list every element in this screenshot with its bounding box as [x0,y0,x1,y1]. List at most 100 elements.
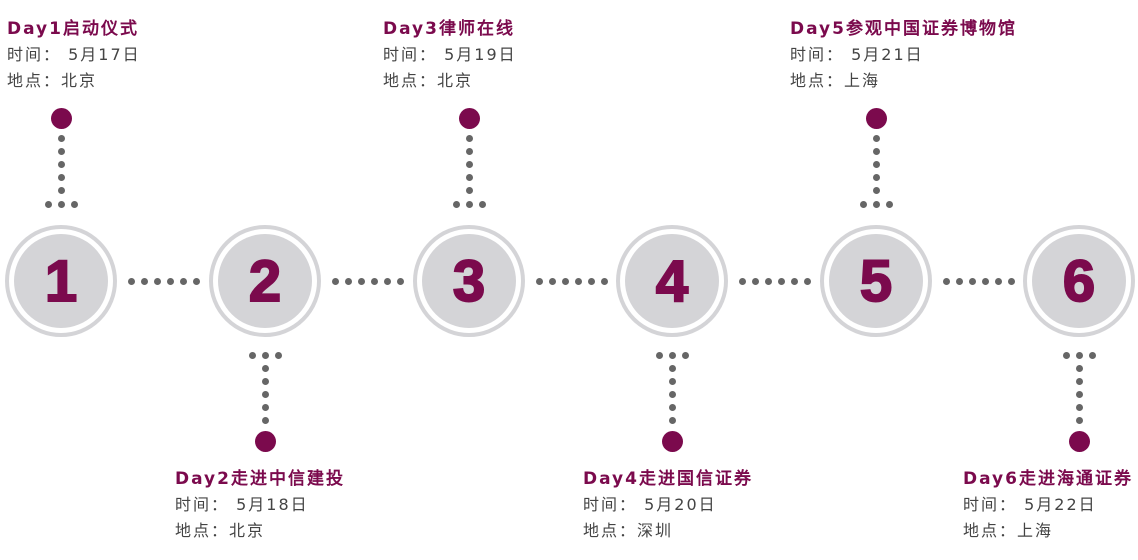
place-value: 北京 [229,521,266,540]
leader-dot [261,351,269,359]
place-label: 地点： [7,71,62,90]
leader-dot [872,134,880,142]
leader-dot [1088,351,1096,359]
connector-dot [1008,277,1015,285]
step-place: 地点：北京 [7,68,141,94]
time-label: 时间： [583,495,638,514]
connector-dot [778,277,785,285]
leader-dot [57,147,65,155]
place-label: 地点： [383,71,438,90]
leader-dot [57,186,65,194]
step-place: 地点：北京 [383,68,517,94]
marker-dot [50,107,72,129]
leader-dot [248,351,256,359]
leader-dot [1075,377,1083,385]
leader-dot [1062,351,1070,359]
connector-dot [791,277,798,285]
leader-dot [1075,351,1083,359]
connector-dot [995,277,1002,285]
time-label: 时间： [383,45,438,64]
connector-dot [956,277,963,285]
leader-dot [452,200,460,208]
leader-dot [668,403,676,411]
step-place: 地点：上海 [963,518,1133,544]
connector-dot [588,277,595,285]
step-title: Day6走进海通证券 [963,469,1133,489]
marker-dot [1068,430,1090,452]
leader-dot [655,351,663,359]
leader-dot [885,200,893,208]
leader-dot [57,160,65,168]
step-title: Day1启动仪式 [7,19,139,39]
connector-dot [575,277,582,285]
leader-dot [859,200,867,208]
place-label: 地点： [963,521,1018,540]
leader-dot [1075,416,1083,424]
leader-dot [57,173,65,181]
leader-dot [681,351,689,359]
leader-dot [478,200,486,208]
leader-dot [872,160,880,168]
connector-dot [167,277,174,285]
place-value: 北京 [61,71,98,90]
leader-dot [668,377,676,385]
step-number: 5 [829,234,923,328]
step-info: Day6走进海通证券 时间： 5月22日 地点：上海 [963,466,1133,544]
step-info: Day4走进国信证券 时间： 5月20日 地点：深圳 [583,466,753,544]
leader-dot [261,390,269,398]
step-title: Day5参观中国证券博物馆 [790,19,1017,39]
connector-dot [982,277,989,285]
leader-dot [872,200,880,208]
connector-dot [332,277,339,285]
step-info: Day2走进中信建投 时间： 5月18日 地点：北京 [175,466,345,544]
time-value: 5月20日 [644,495,717,514]
step-place: 地点：深圳 [583,518,753,544]
leader-dot [261,403,269,411]
step-number: 4 [625,234,719,328]
leader-dot [668,364,676,372]
step-info: Day3律师在线 时间： 5月19日 地点：北京 [383,16,517,94]
time-value: 5月21日 [851,45,924,64]
leader-dot [44,200,52,208]
step-place: 地点：北京 [175,518,345,544]
step-time: 时间： 5月22日 [963,492,1133,518]
connector-dot [765,277,772,285]
step-info: Day5参观中国证券博物馆 时间： 5月21日 地点：上海 [790,16,1017,94]
place-value: 深圳 [637,521,674,540]
leader-dot [57,200,65,208]
step-time: 时间： 5月21日 [790,42,1017,68]
connector-dot [601,277,608,285]
step-circle-5: 5 [820,225,932,337]
step-circle-2: 2 [209,225,321,337]
step-number: 2 [218,234,312,328]
step-circle-4: 4 [616,225,728,337]
marker-dot [458,107,480,129]
place-label: 地点： [175,521,230,540]
time-value: 5月19日 [444,45,517,64]
step-time: 时间： 5月18日 [175,492,345,518]
step-number: 6 [1032,234,1126,328]
leader-dot [668,351,676,359]
step-circle-1: 1 [5,225,117,337]
connector-dot [752,277,759,285]
place-label: 地点： [790,71,845,90]
leader-dot [57,134,65,142]
connector-dot [371,277,378,285]
step-title: Day3律师在线 [383,19,515,39]
connector-dot [358,277,365,285]
step-title: Day2走进中信建投 [175,469,345,489]
connector-dot [154,277,161,285]
place-value: 北京 [437,71,474,90]
leader-dot [872,147,880,155]
step-time: 时间： 5月17日 [7,42,141,68]
step-circle-6: 6 [1023,225,1135,337]
connector-dot [141,277,148,285]
marker-dot [661,430,683,452]
step-time: 时间： 5月20日 [583,492,753,518]
leader-dot [465,200,473,208]
time-value: 5月22日 [1024,495,1097,514]
connector-dot [384,277,391,285]
step-time: 时间： 5月19日 [383,42,517,68]
connector-dot [180,277,187,285]
leader-dot [465,173,473,181]
